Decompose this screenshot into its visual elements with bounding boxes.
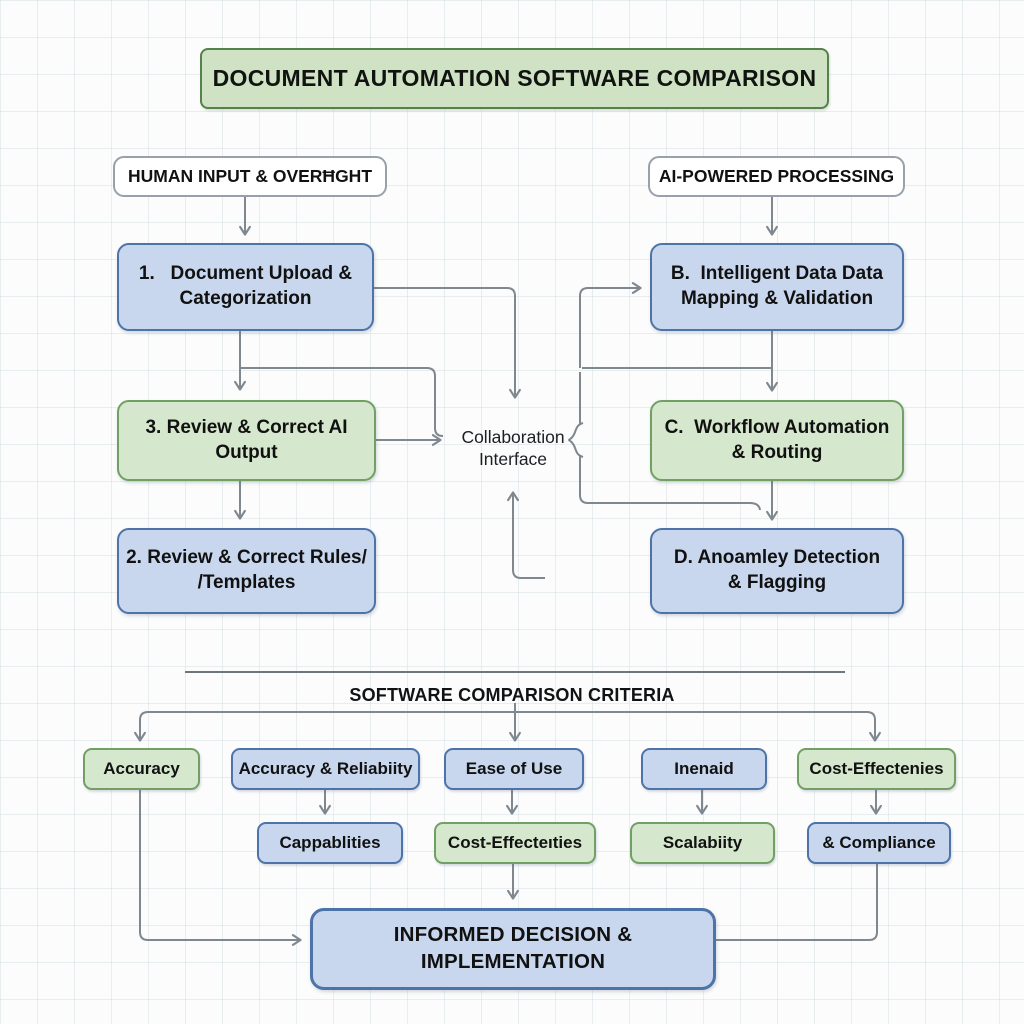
- node-anomaly-detection: D. Anoamley Detection & Flagging: [650, 528, 904, 614]
- label-line: Ease of Use: [465, 758, 563, 778]
- node-informed-decision: INFORMED DECISION & IMPLEMENTATION: [310, 908, 716, 990]
- label-line: D. Anoamley Detection: [673, 547, 881, 569]
- brace-into-collab: [568, 422, 584, 458]
- criteria-inenaid: Inenaid: [641, 748, 767, 790]
- connector-compliance-to-final: [712, 861, 878, 941]
- label-line: 1. Document Upload &: [138, 263, 353, 285]
- label-line: B. Intelligent Data Data: [670, 263, 884, 285]
- collaboration-interface-label: Collaboration Interface: [428, 423, 598, 475]
- label-line: & Routing: [731, 441, 823, 463]
- label-line: 3. Review & Correct AI Output: [145, 416, 348, 463]
- label-line: Cappablities: [279, 832, 381, 852]
- label-line: Cost-Effecteıties: [447, 832, 583, 852]
- criteria-ease-of-use: Ease of Use: [444, 748, 584, 790]
- criteria-compliance: & Compliance: [807, 822, 951, 864]
- label-line: Inenaid: [674, 758, 734, 778]
- criteria-cost-effectiveness-2: Cost-Effecteıties: [434, 822, 596, 864]
- label-line: Accuracy & Reliabiity: [238, 758, 413, 778]
- label-line: /Templates: [197, 572, 296, 593]
- header-label: AI-POWERED PROCESSING: [658, 166, 895, 187]
- node-intelligent-data-mapping: B. Intelligent Data Data Mapping & Valid…: [650, 243, 904, 331]
- criteria-scalability: Scalabiity: [630, 822, 775, 864]
- connector-right-lower-stem: [579, 456, 761, 511]
- node-document-upload: 1. Document Upload & Categorization: [117, 243, 374, 331]
- label-line: & Flagging: [727, 572, 827, 593]
- arrow-bottom-to-collab: [507, 491, 545, 579]
- label-line: Mapping & Validation: [680, 288, 874, 309]
- header-ai-processing: AI-POWERED PROCESSING: [648, 156, 905, 197]
- label-line: Collaboration: [461, 427, 565, 448]
- label-line: INFORMED DECISION & IMPLEMENTATION: [393, 923, 633, 973]
- label-line: Interface: [478, 449, 548, 469]
- arrow-box1-to-collab: [370, 287, 521, 399]
- arrow-into-boxB: [579, 282, 642, 368]
- criteria-accuracy: Accuracy: [83, 748, 200, 790]
- criteria-section-title: SOFTWARE COMPARISON CRITERIA: [349, 684, 675, 705]
- node-review-rules-templates: 2. Review & Correct Rules/ /Templates: [117, 528, 376, 614]
- criteria-accuracy-reliability: Accuracy & Reliabiity: [231, 748, 420, 790]
- label-line: & Compliance: [822, 832, 936, 852]
- label-line: Accuracy: [103, 758, 180, 778]
- label-line: Categorization: [179, 288, 312, 309]
- arrow-branch-to-costeff: [866, 711, 881, 742]
- criteria-cost-effectiveness: Cost-Effectenies: [797, 748, 956, 790]
- label-line: 2. Review & Correct Rules/: [126, 547, 367, 569]
- header-human-input: HUMAN INPUT & OVERĦGHT: [113, 156, 387, 197]
- arrow-branch-to-accuracy: [134, 711, 149, 742]
- label-line: Cost-Effectenies: [809, 758, 944, 778]
- label-line: Scalabiity: [662, 832, 743, 852]
- arrow-accuracy-to-final: [139, 787, 302, 946]
- node-workflow-automation: C. Workflow Automation & Routing: [650, 400, 904, 481]
- criteria-capabilities: Cappablities: [257, 822, 403, 864]
- node-review-ai-output: 3. Review & Correct AI Output: [117, 400, 376, 481]
- label-line: C. Workflow Automation: [664, 416, 890, 438]
- header-label: HUMAN INPUT & OVERĦGHT: [127, 166, 373, 187]
- diagram-title: DOCUMENT AUTOMATION SOFTWARE COMPARISON: [200, 48, 829, 109]
